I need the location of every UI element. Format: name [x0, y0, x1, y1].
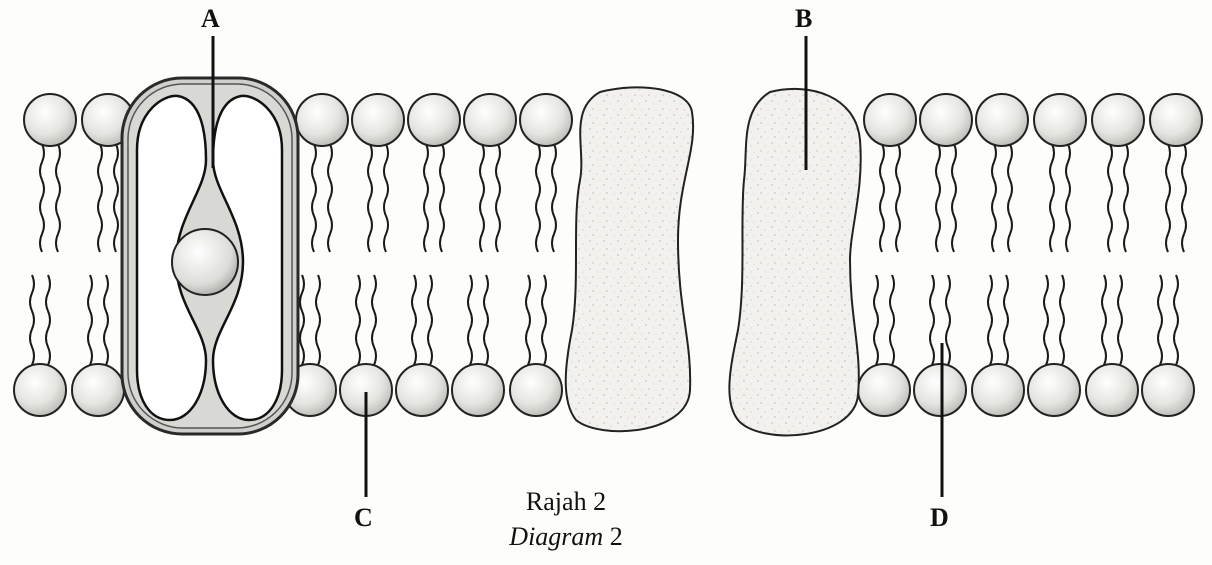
fatty-acid-tail	[1118, 275, 1122, 365]
fatty-acid-tail	[496, 144, 500, 252]
fatty-acid-tail	[1174, 275, 1178, 365]
fatty-acid-tail	[428, 275, 432, 365]
fatty-acid-tail	[1066, 144, 1070, 252]
phosphate-head	[1028, 364, 1080, 416]
fatty-acid-tail	[1044, 275, 1048, 365]
fatty-acid-tail	[316, 275, 320, 365]
phosphate-head	[1150, 94, 1202, 146]
phosphate-head	[24, 94, 76, 146]
fatty-acid-tail	[890, 275, 894, 365]
transported-molecule	[172, 229, 238, 295]
fatty-acid-tail	[880, 144, 884, 252]
phosphate-head	[1034, 94, 1086, 146]
phosphate-head	[464, 94, 516, 146]
phosphate-head	[14, 364, 66, 416]
caption-english-word: Diagram	[509, 522, 603, 551]
fatty-acid-tail	[1108, 144, 1112, 252]
phosphate-head	[396, 364, 448, 416]
fatty-acid-tail	[542, 275, 546, 365]
fatty-acid-tail	[412, 275, 416, 365]
fatty-acid-tail	[1060, 275, 1064, 365]
fatty-acid-tail	[300, 275, 304, 365]
fatty-acid-tail	[1158, 275, 1162, 365]
fatty-acid-tail	[536, 144, 540, 252]
fatty-acid-tail	[552, 144, 556, 252]
fatty-acid-tail	[328, 144, 332, 252]
fatty-acid-tail	[480, 144, 484, 252]
fatty-acid-tail	[440, 144, 444, 252]
phosphate-head	[452, 364, 504, 416]
caption-english-number: 2	[603, 522, 623, 551]
fatty-acid-tail	[40, 144, 44, 252]
fatty-acid-tail	[988, 275, 992, 365]
fatty-acid-tail	[46, 275, 50, 365]
caption-malay: Rajah 2	[446, 487, 686, 517]
fatty-acid-tail	[1050, 144, 1054, 252]
phosphate-head	[1092, 94, 1144, 146]
fatty-acid-tail	[930, 275, 934, 365]
fatty-acid-tail	[526, 275, 530, 365]
fatty-acid-tail	[372, 275, 376, 365]
phosphate-head	[510, 364, 562, 416]
fatty-acid-tail	[1182, 144, 1186, 252]
phosphate-head	[1086, 364, 1138, 416]
phosphate-head	[1142, 364, 1194, 416]
fatty-acid-tail	[424, 144, 428, 252]
fatty-acid-tail	[1004, 275, 1008, 365]
phosphate-head	[72, 364, 124, 416]
phosphate-head	[864, 94, 916, 146]
label-c: C	[354, 503, 373, 533]
fatty-acid-tail	[56, 144, 60, 252]
phosphate-head	[976, 94, 1028, 146]
phosphate-head	[352, 94, 404, 146]
fatty-acid-tail	[1102, 275, 1106, 365]
phosphate-head	[858, 364, 910, 416]
channel-protein-right	[729, 89, 860, 435]
phosphate-head	[296, 94, 348, 146]
label-d: D	[930, 503, 949, 533]
fatty-acid-tail	[874, 275, 878, 365]
fatty-acid-tail	[98, 144, 102, 252]
fatty-acid-tail	[1124, 144, 1128, 252]
fatty-acid-tail	[1166, 144, 1170, 252]
phosphate-head	[914, 364, 966, 416]
fatty-acid-tail	[104, 275, 108, 365]
carrier-protein	[122, 78, 298, 434]
phosphate-head	[972, 364, 1024, 416]
fatty-acid-tail	[1008, 144, 1012, 252]
phosphate-head	[408, 94, 460, 146]
fatty-acid-tail	[946, 275, 950, 365]
fatty-acid-tail	[468, 275, 472, 365]
fatty-acid-tail	[952, 144, 956, 252]
fatty-acid-tail	[484, 275, 488, 365]
phosphate-head	[520, 94, 572, 146]
fatty-acid-tail	[88, 275, 92, 365]
caption-english: Diagram 2	[446, 522, 686, 552]
channel-protein-left	[566, 87, 693, 431]
label-a: A	[201, 4, 220, 34]
phosphate-head	[920, 94, 972, 146]
fatty-acid-tail	[936, 144, 940, 252]
label-b: B	[795, 4, 812, 34]
fatty-acid-tail	[992, 144, 996, 252]
fatty-acid-tail	[384, 144, 388, 252]
fatty-acid-tail	[114, 144, 118, 252]
fatty-acid-tail	[896, 144, 900, 252]
fatty-acid-tail	[30, 275, 34, 365]
fatty-acid-tail	[356, 275, 360, 365]
fatty-acid-tail	[368, 144, 372, 252]
fatty-acid-tail	[312, 144, 316, 252]
